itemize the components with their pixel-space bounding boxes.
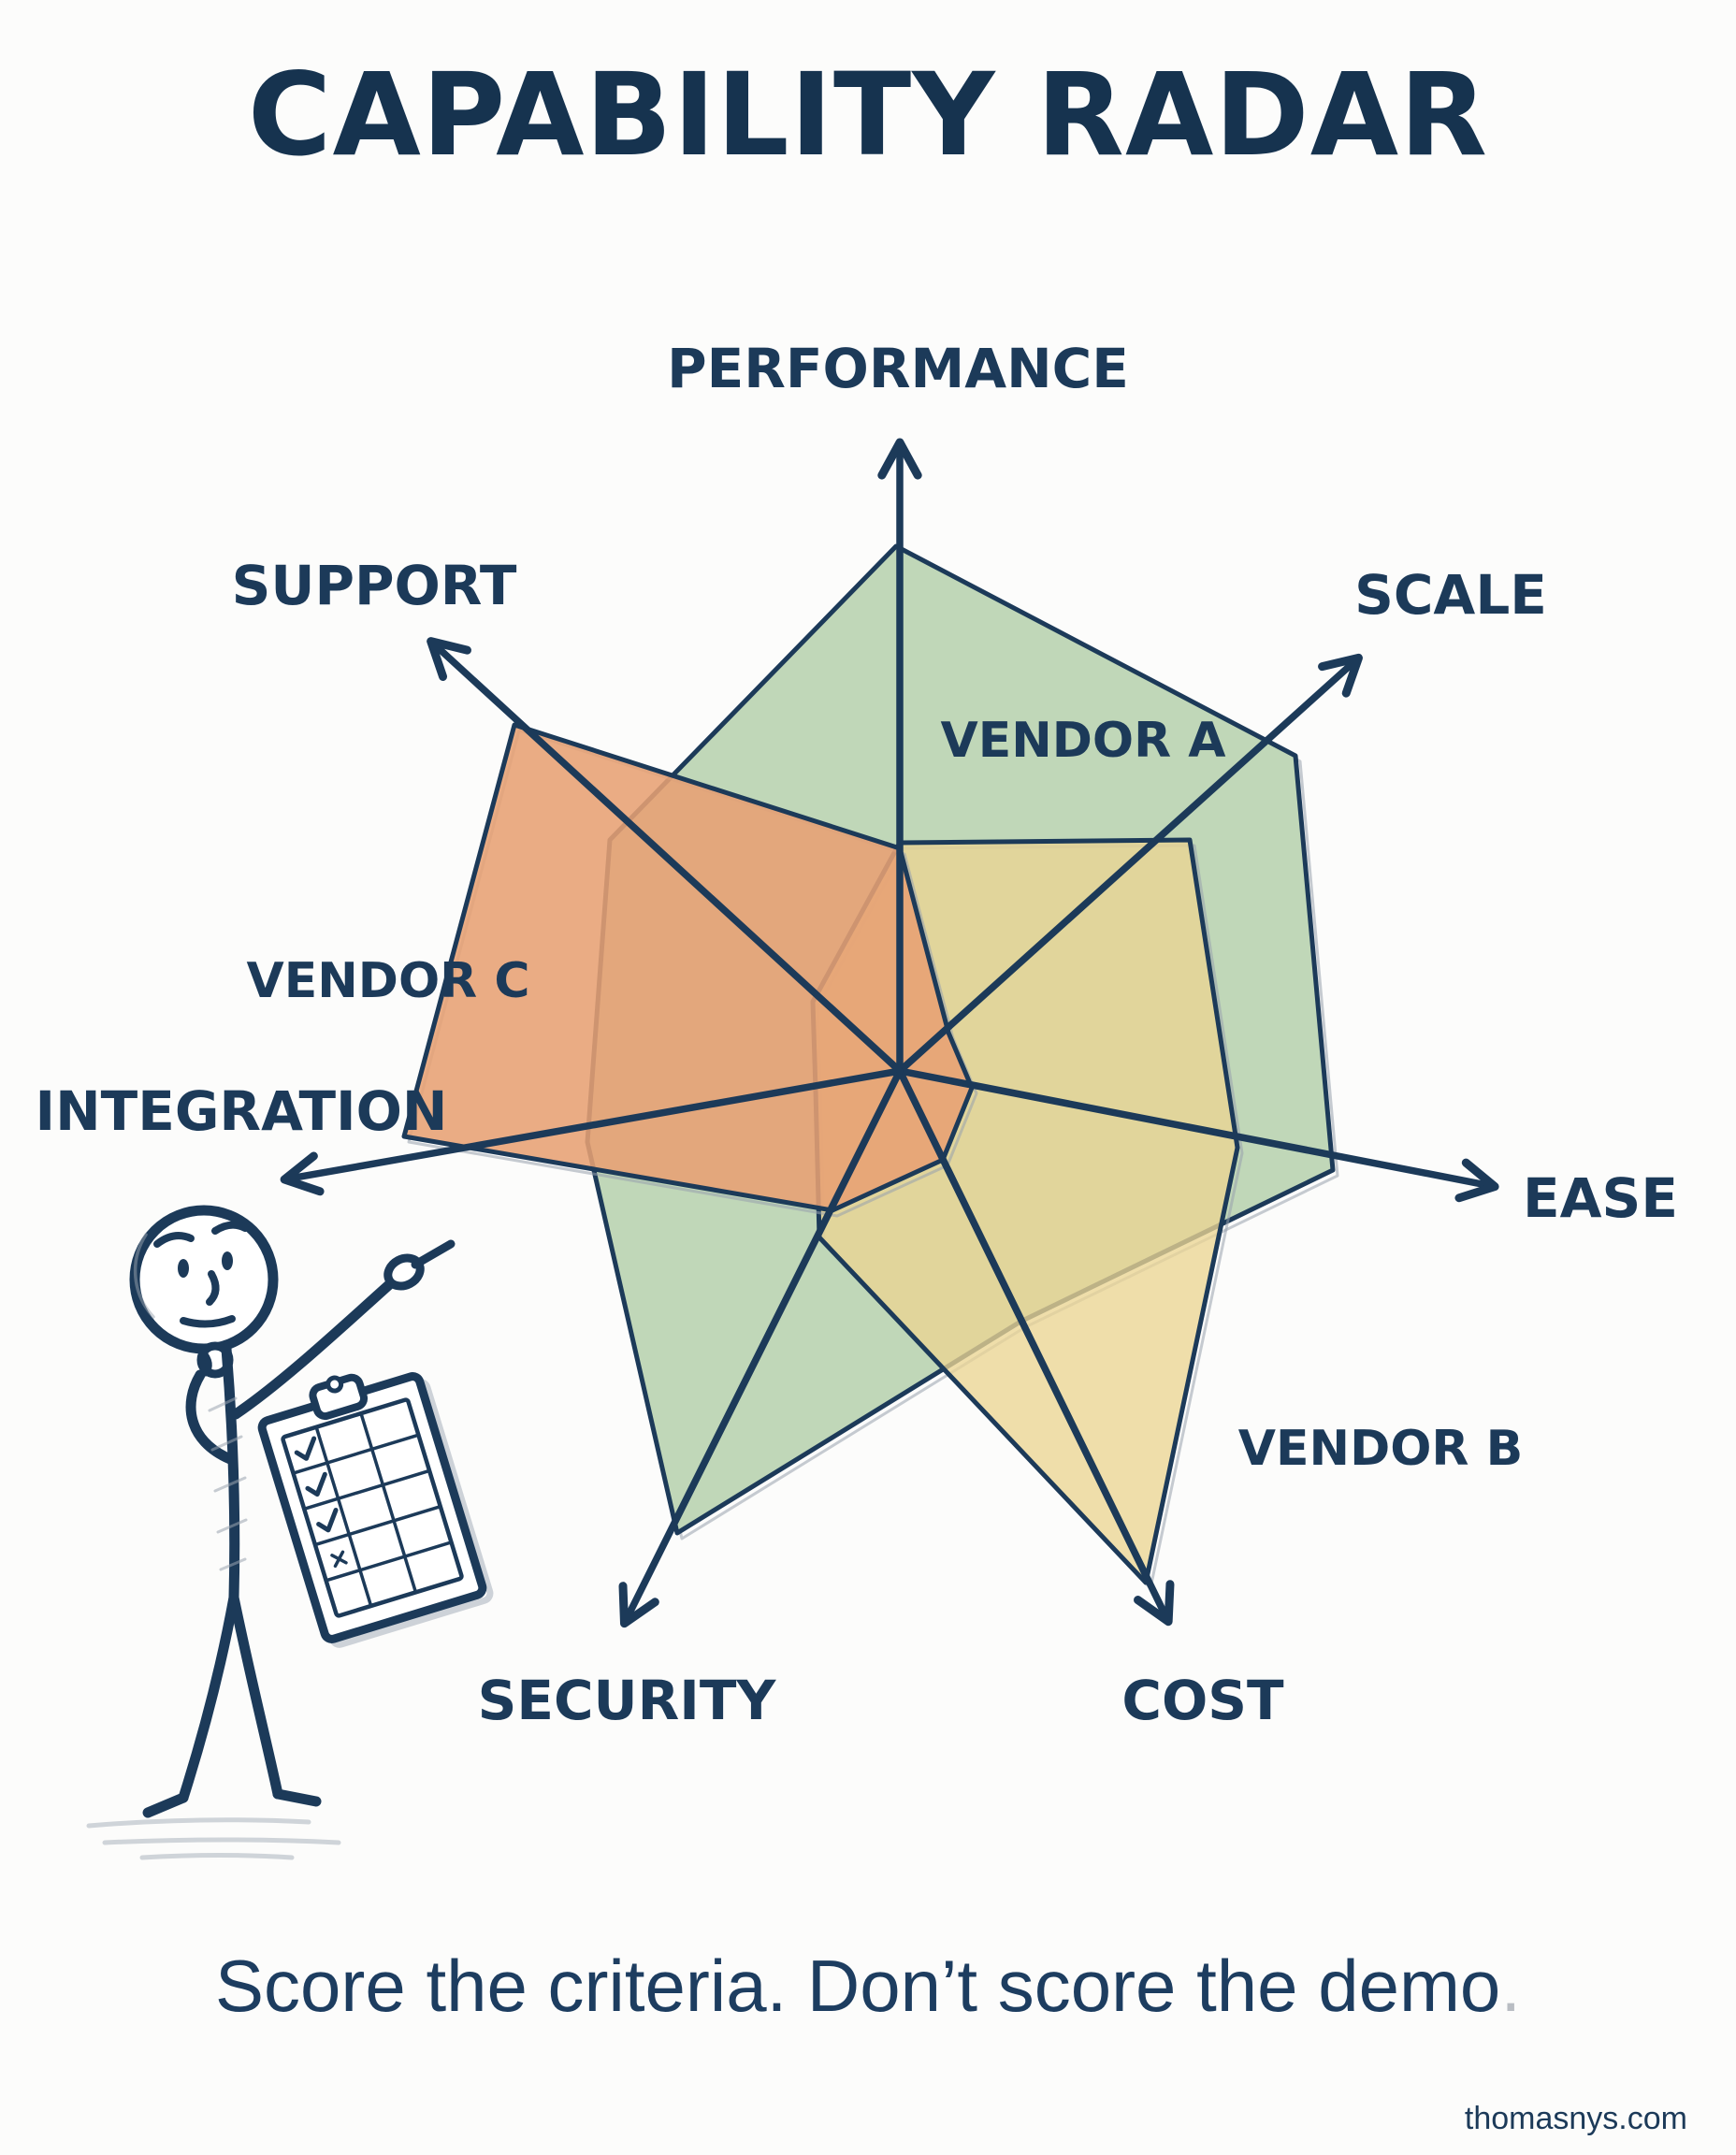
- arrowhead-icon-security: [618, 1582, 659, 1628]
- right-eyebrow-icon: [211, 1221, 249, 1235]
- page-title: CAPABILITY RADAR: [247, 49, 1489, 181]
- caption: Score the criteria. Don’t score the demo…: [0, 1944, 1736, 2029]
- shirt-hatching: [208, 1396, 248, 1571]
- checkmark-icon: [305, 1471, 327, 1497]
- clipboard-grid: [291, 1411, 454, 1608]
- axis-scale: [896, 658, 1358, 1075]
- axis-label-ease: EASE: [1523, 1166, 1678, 1230]
- axis-label-support: SUPPORT: [232, 554, 517, 617]
- arrowhead-icon-ease: [1454, 1158, 1499, 1203]
- axis-cost: [896, 1067, 1170, 1621]
- stick-figure: [86, 1205, 494, 1860]
- clipboard: [257, 1372, 494, 1648]
- arrowhead-icon-cost: [1134, 1580, 1175, 1627]
- checkmark-icon: [294, 1436, 317, 1461]
- axis-support: [431, 641, 904, 1075]
- figure-head: [129, 1205, 279, 1354]
- watermark: thomasnys.com: [1464, 2101, 1687, 2136]
- figure-face: [153, 1221, 249, 1328]
- head-shading: [133, 1233, 155, 1319]
- axis-label-integration: INTEGRATION: [36, 1079, 448, 1143]
- arrowhead-icon-support: [427, 637, 471, 681]
- pointing-arm: [230, 1276, 398, 1420]
- mouth-frown-icon: [180, 1315, 236, 1328]
- left-eyebrow-icon: [153, 1232, 195, 1248]
- axis-label-scale: SCALE: [1354, 563, 1547, 627]
- axis-label-performance: PERFORMANCE: [667, 337, 1129, 400]
- vendor-b-label: VENDOR B: [1238, 1421, 1523, 1477]
- left-eye-icon: [178, 1259, 189, 1278]
- axis-security: [623, 1067, 904, 1623]
- arrowhead-icon-integration: [280, 1151, 325, 1196]
- figure-left-foot: [142, 1792, 189, 1818]
- radar-chart-layer: PERFORMANCE SCALE EASE COST SECURITY INTEGRAT…: [36, 337, 1678, 1732]
- figure-right-foot: [272, 1788, 322, 1807]
- vendor-a-label: VENDOR A: [940, 713, 1225, 769]
- chin-thumb: [198, 1347, 212, 1377]
- axis-label-security: SECURITY: [478, 1669, 777, 1732]
- right-eye-icon: [222, 1251, 233, 1270]
- vendor-c-polygon: [401, 722, 975, 1213]
- pointing-finger-icon: [411, 1239, 456, 1269]
- nose-icon: [206, 1270, 220, 1306]
- figure-left-leg: [178, 1592, 239, 1803]
- caption-period: .: [1500, 1945, 1521, 2027]
- x-mark-icon: [330, 1550, 348, 1569]
- ground-shadow: [86, 1817, 341, 1860]
- arrowhead-icon-scale: [1318, 653, 1363, 698]
- thinking-arm: [185, 1369, 236, 1465]
- checkmark-icon: [316, 1508, 339, 1533]
- clipboard-checkmarks: [294, 1436, 348, 1569]
- caption-text: Score the criteria. Don’t score the demo: [215, 1945, 1501, 2027]
- clipboard-paper: [281, 1397, 464, 1618]
- arrowhead-icon-performance: [877, 438, 922, 480]
- axis-integration: [286, 1067, 904, 1182]
- axis-ease: [896, 1067, 1493, 1190]
- figure-right-leg: [228, 1592, 283, 1800]
- figure-torso: [221, 1343, 240, 1603]
- axis-label-cost: COST: [1121, 1669, 1284, 1732]
- vendor-c-label: VENDOR C: [247, 953, 530, 1009]
